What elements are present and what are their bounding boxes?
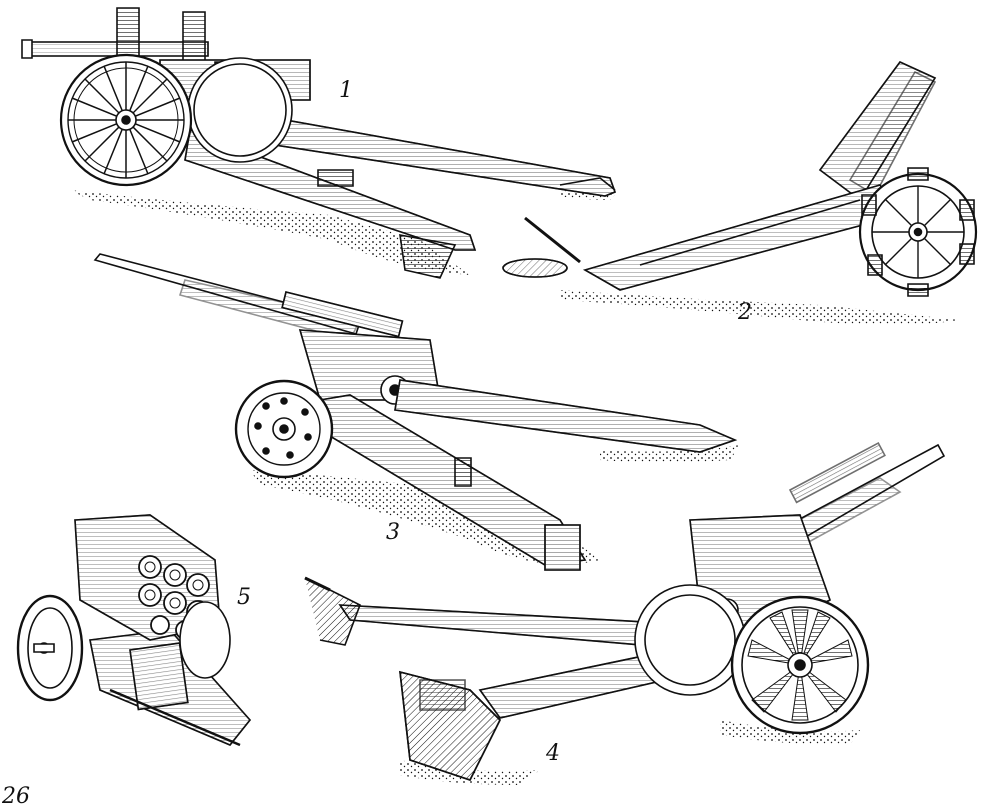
long-gun-3 [95, 254, 740, 570]
figure-label-1: 1 [339, 78, 353, 103]
figure-label-5: 5 [237, 585, 251, 610]
caption-fragment: 26 [2, 786, 30, 804]
howitzer-4 [305, 443, 944, 785]
howitzer-2 [503, 62, 976, 325]
rocket-launcher-5 [18, 515, 250, 745]
figure-label-2: 2 [738, 300, 752, 325]
figure-label-4: 4 [546, 741, 560, 766]
field-gun-1 [22, 8, 620, 278]
figure-label-3: 3 [386, 520, 400, 545]
